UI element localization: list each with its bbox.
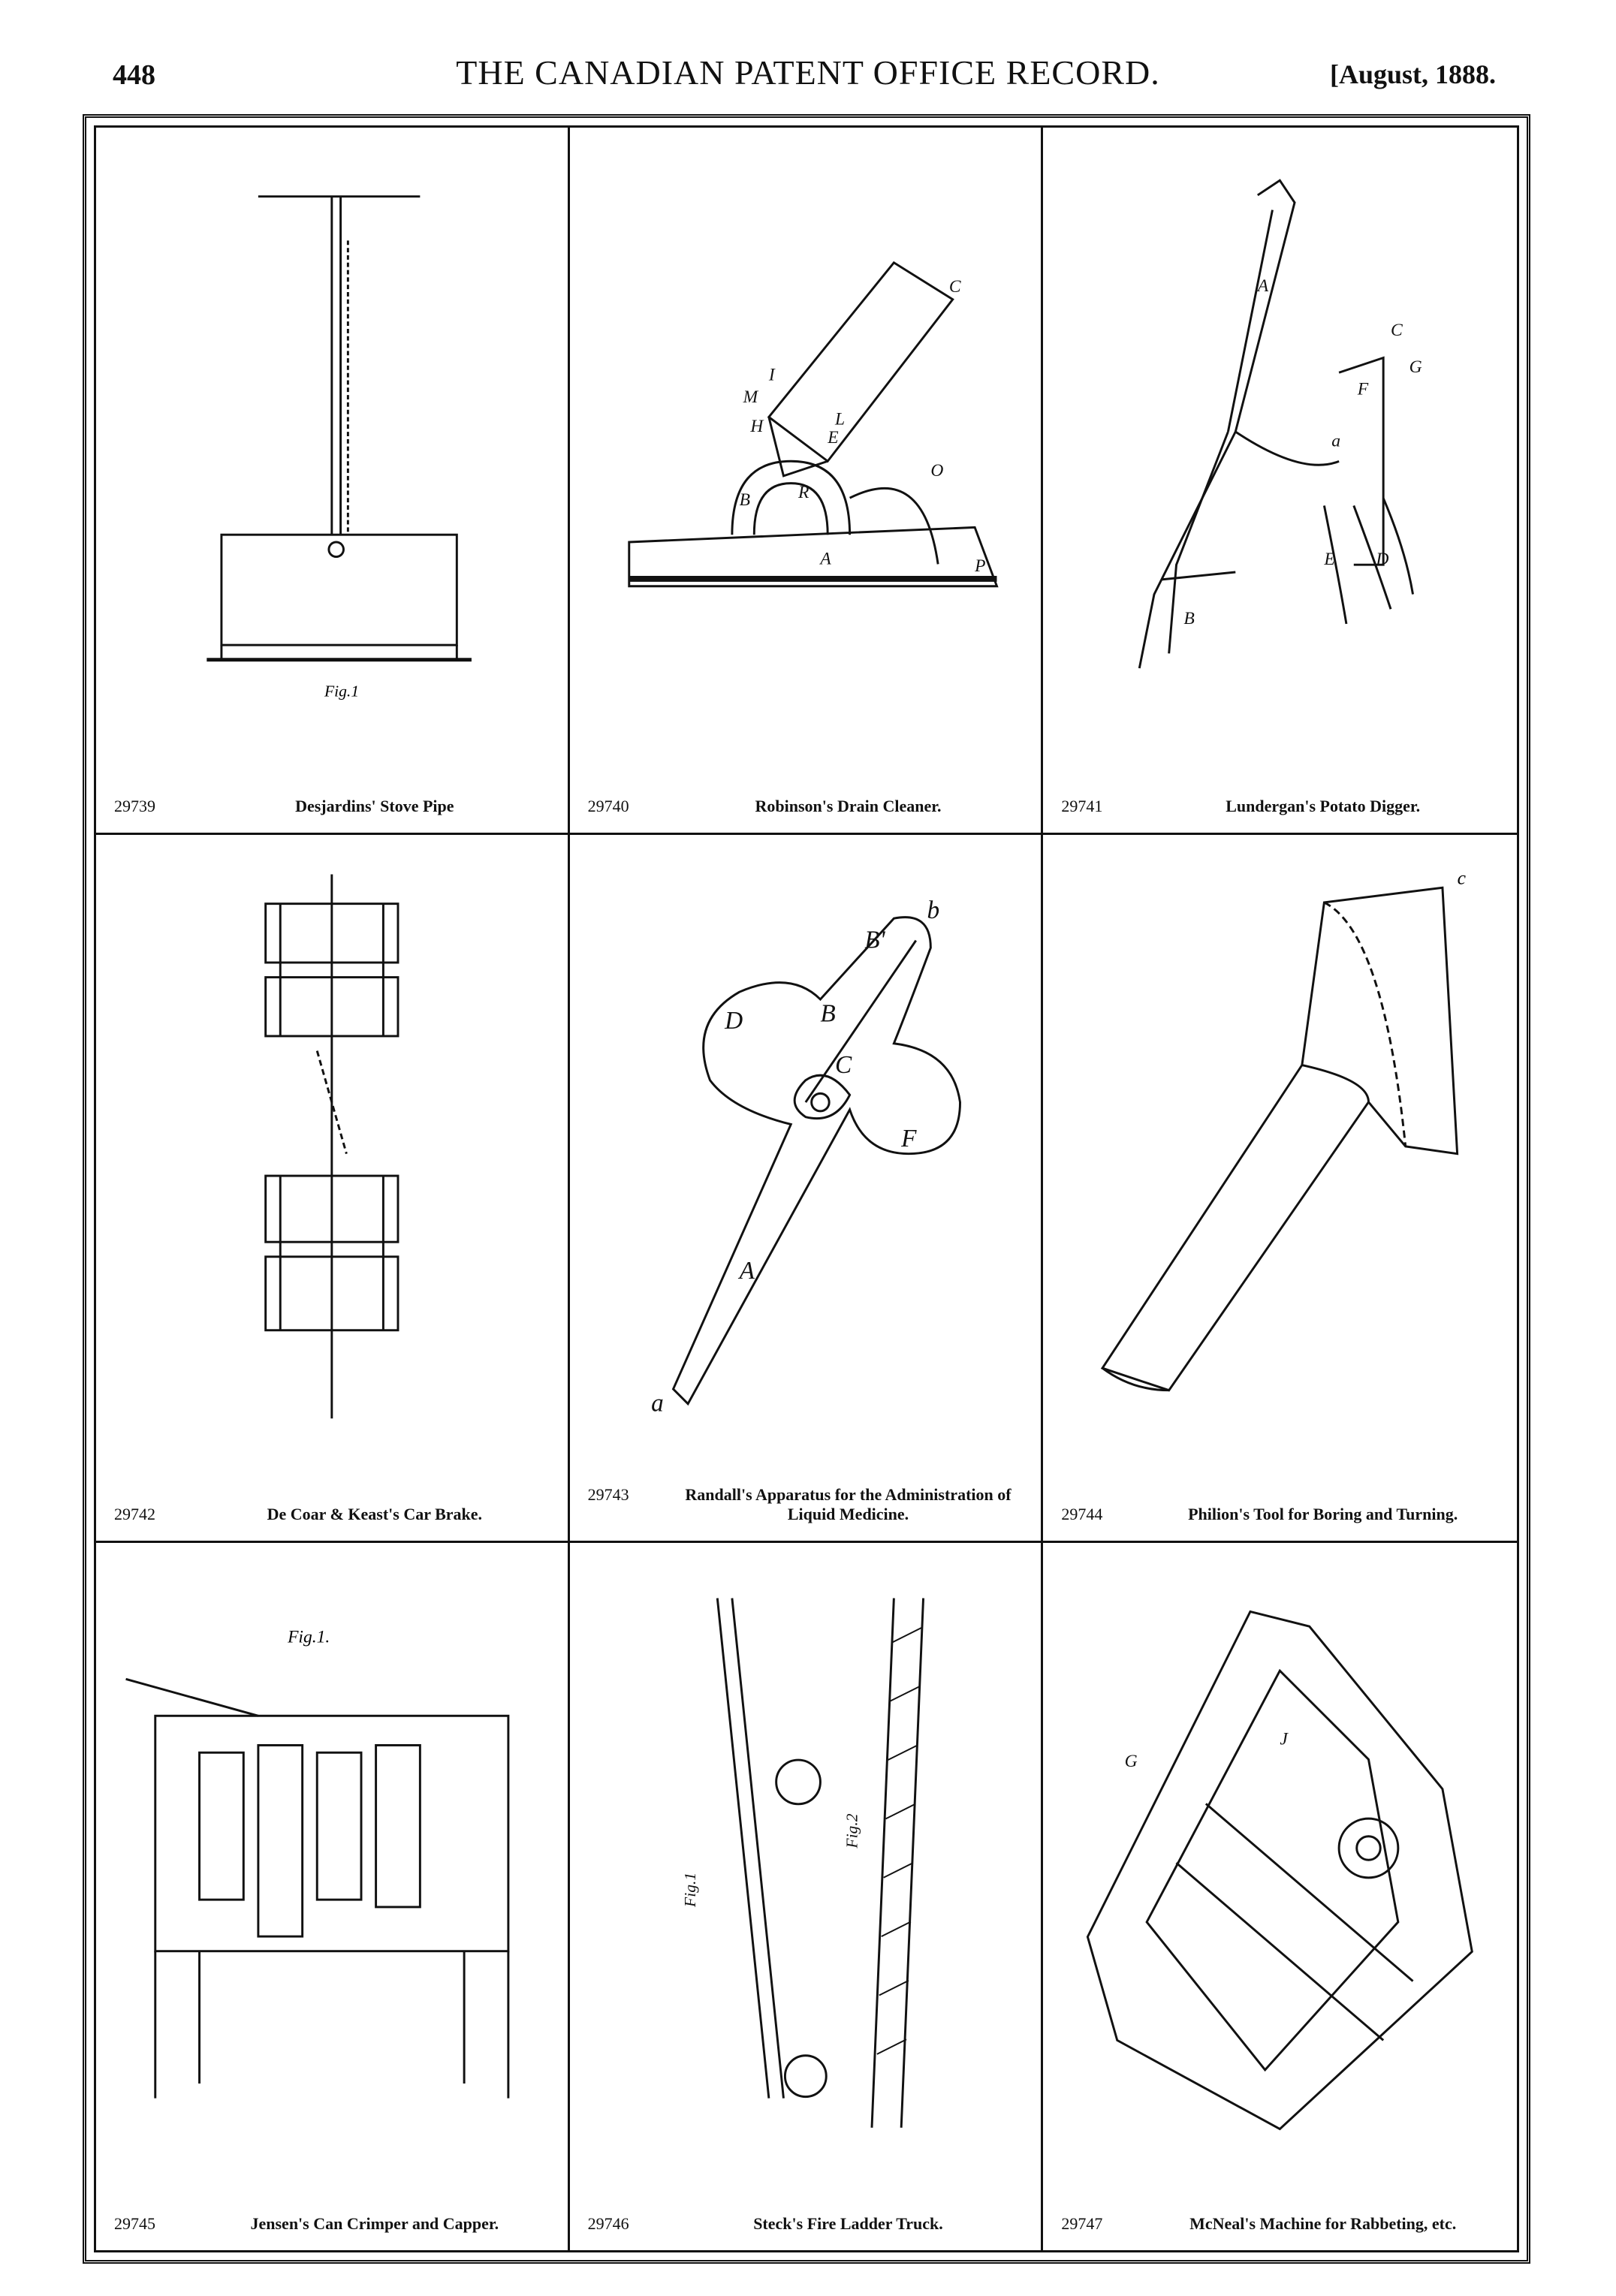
plate-number: 29747 <box>1061 2213 1103 2233</box>
caption-rabbeting-machine: 29747 McNeal's Machine for Rabbeting, et… <box>1061 2214 1502 2234</box>
can-crimper-illustration: Fig.1. <box>125 1627 510 2099</box>
plates-grid: Fig.1 29739 Desjardins' Stove Pipe <box>94 125 1519 2252</box>
fig-label: b <box>927 897 939 925</box>
plate-number: 29741 <box>1061 797 1103 816</box>
rabbeting-machine-illustration: G J <box>1087 1610 1474 2131</box>
drawing-potato-digger: A B C G F D E a <box>1058 143 1502 750</box>
drawing-drain-cleaner: A B C R I H M L E O P <box>585 143 1027 750</box>
fig-label: C <box>948 277 960 297</box>
plate-title: Randall's Apparatus for the Administrati… <box>685 1484 1012 1523</box>
fig-label: a <box>1332 432 1341 451</box>
fig-label: I <box>768 366 776 385</box>
plates-frame: Fig.1 29739 Desjardins' Stove Pipe <box>83 114 1530 2264</box>
fig-label: F <box>1357 380 1369 399</box>
plate-boring-tool: c 29744 Philion's Tool for Boring and Tu… <box>1043 835 1517 1543</box>
caption-boring-tool: 29744 Philion's Tool for Boring and Turn… <box>1061 1505 1502 1524</box>
plate-number: 29739 <box>114 797 155 816</box>
fig-label: D <box>724 1007 743 1035</box>
plate-title: Lundergan's Potato Digger. <box>1226 797 1421 816</box>
plate-medicine-apparatus: A B B' b C D F a 29743 Randall's Apparat… <box>569 835 1044 1543</box>
drawing-medicine-apparatus: A B B' b C D F a <box>585 850 1027 1457</box>
fig-label: Fig.1 <box>681 1873 699 1908</box>
fig-label: B <box>739 490 749 510</box>
stove-pipe-illustration: Fig.1 <box>207 195 472 701</box>
fig-label: B' <box>864 927 885 954</box>
plate-car-brake: 29742 De Coar & Keast's Car Brake. <box>96 835 570 1543</box>
drawing-fire-ladder-truck: Fig.2 Fig.1 <box>585 1558 1027 2168</box>
fig-label: G <box>1125 1752 1138 1771</box>
plate-number: 29746 <box>587 2213 629 2233</box>
fig-label: H <box>749 417 764 436</box>
plate-title: Steck's Fire Ladder Truck. <box>753 2213 943 2233</box>
plate-number: 29745 <box>114 2213 155 2233</box>
plate-rabbeting-machine: G J 29747 McNeal's Machine for Rabbeting… <box>1043 1543 1517 2250</box>
page-number: 448 <box>113 59 155 91</box>
drawing-boring-tool: c <box>1058 850 1502 1457</box>
plate-number: 29743 <box>587 1484 629 1504</box>
plate-can-crimper: Fig.1. 29745 Jensen's Can Crimper and Ca… <box>96 1542 570 2250</box>
fig-label: Fig.1. <box>287 1627 330 1647</box>
plate-fire-ladder-truck: Fig.2 Fig.1 29746 Steck's Fire Ladder Tr… <box>570 1542 1044 2250</box>
drawing-stove-pipe: Fig.1 <box>111 143 553 750</box>
drawing-rabbeting-machine: G J <box>1058 1558 1502 2168</box>
plate-potato-digger: A B C G F D E a 29741 Lundergan's Potato… <box>1043 128 1517 836</box>
fig-label: C <box>835 1051 852 1079</box>
plate-title: Jensen's Can Crimper and Capper. <box>250 2213 499 2233</box>
plate-drain-cleaner: A B C R I H M L E O P 29740 Ro <box>569 128 1044 836</box>
fig-label: P <box>974 556 985 576</box>
fig-label: R <box>797 483 809 502</box>
page-header: 448 THE CANADIAN PATENT OFFICE RECORD. [… <box>0 0 1616 113</box>
potato-digger-illustration: A B C G F D E a <box>1138 179 1422 669</box>
caption-medicine-apparatus: 29743 Randall's Apparatus for the Admini… <box>588 1485 1027 1524</box>
fig-label: E <box>827 428 838 447</box>
fig-label: J <box>1280 1729 1289 1749</box>
car-brake-illustration <box>264 874 399 1419</box>
fig-label: M <box>742 387 758 407</box>
fig-label: B <box>820 1000 835 1028</box>
drawing-car-brake <box>111 850 553 1457</box>
page-title: THE CANADIAN PATENT OFFICE RECORD. <box>456 53 1160 92</box>
plate-title: Philion's Tool for Boring and Turning. <box>1188 1504 1458 1523</box>
fig-label: E <box>1324 550 1336 569</box>
plate-number: 29740 <box>587 797 629 816</box>
caption-stove-pipe: 29739 Desjardins' Stove Pipe <box>114 797 553 816</box>
plate-title: Desjardins' Stove Pipe <box>295 797 454 816</box>
plate-title: Robinson's Drain Cleaner. <box>755 797 942 816</box>
medicine-apparatus-illustration: A B B' b C D F a <box>651 897 961 1418</box>
drain-cleaner-illustration: A B C R I H M L E O P <box>627 261 999 588</box>
caption-drain-cleaner: 29740 Robinson's Drain Cleaner. <box>588 797 1027 816</box>
fig-label: A <box>1256 276 1269 296</box>
fig-label: F <box>900 1125 917 1153</box>
caption-potato-digger: 29741 Lundergan's Potato Digger. <box>1061 797 1502 816</box>
fig-label: B <box>1184 609 1195 628</box>
boring-tool-illustration: c <box>1101 867 1467 1392</box>
fig-label: Fig.2 <box>843 1813 861 1849</box>
plate-title: McNeal's Machine for Rabbeting, etc. <box>1189 2213 1457 2233</box>
fig-label: A <box>819 549 831 568</box>
plate-number: 29742 <box>114 1504 155 1523</box>
fig-label: a <box>651 1390 664 1418</box>
fig-label: A <box>737 1257 755 1285</box>
caption-car-brake: 29742 De Coar & Keast's Car Brake. <box>114 1505 553 1524</box>
fig-label: Fig.1 <box>324 682 359 701</box>
fig-label: c <box>1458 867 1467 889</box>
drawing-can-crimper: Fig.1. <box>111 1558 553 2168</box>
fig-label: O <box>930 461 943 481</box>
fig-label: D <box>1376 550 1389 569</box>
caption-can-crimper: 29745 Jensen's Can Crimper and Capper. <box>114 2214 553 2234</box>
plate-stove-pipe: Fig.1 29739 Desjardins' Stove Pipe <box>96 128 570 836</box>
fig-label: L <box>834 409 845 429</box>
plate-number: 29744 <box>1061 1504 1103 1523</box>
page-date: [August, 1888. <box>1329 59 1496 89</box>
caption-fire-ladder-truck: 29746 Steck's Fire Ladder Truck. <box>588 2214 1027 2234</box>
fig-label: G <box>1409 357 1422 377</box>
fig-label: C <box>1391 321 1403 340</box>
plate-title: De Coar & Keast's Car Brake. <box>267 1504 483 1523</box>
fire-ladder-truck-illustration: Fig.2 Fig.1 <box>681 1598 924 2128</box>
